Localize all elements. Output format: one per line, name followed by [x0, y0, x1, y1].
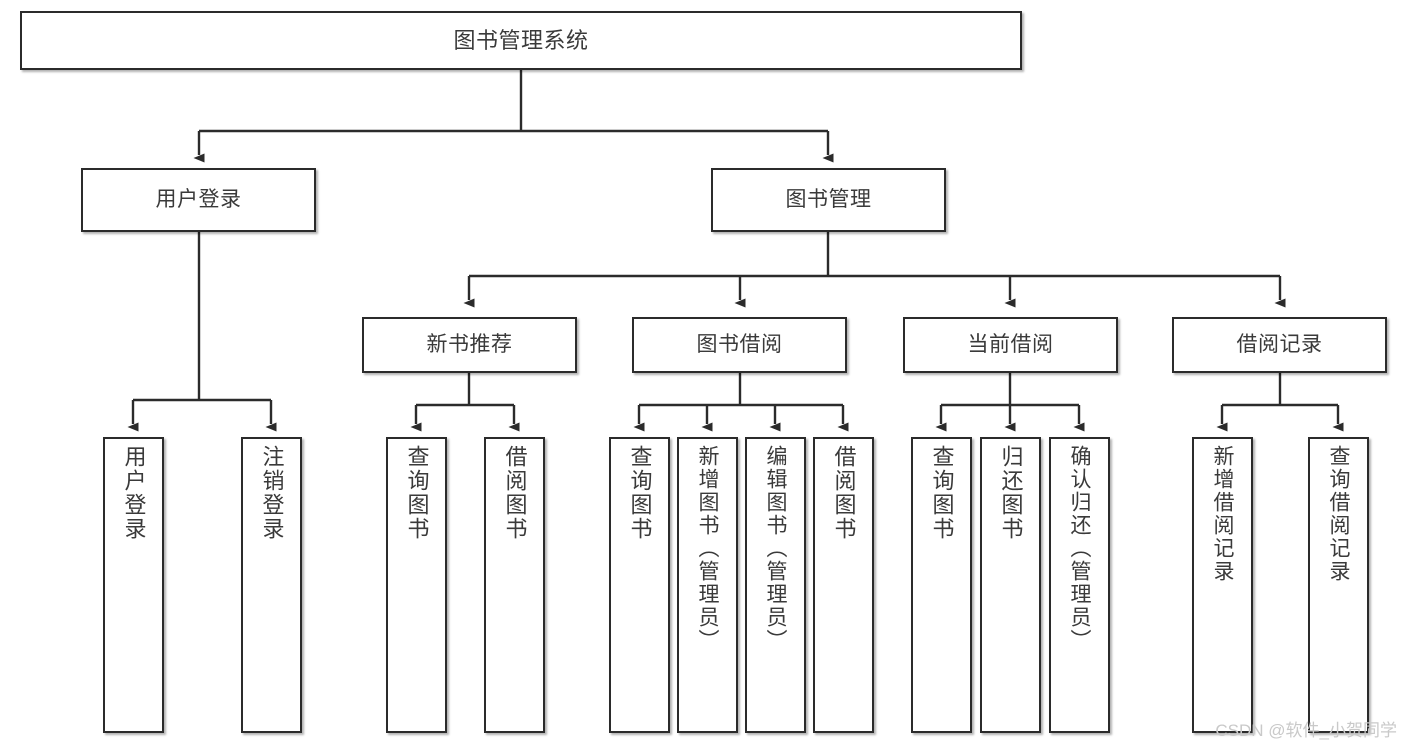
leaf-book-borrow-2[interactable]: 新增图书（管理员）	[677, 437, 738, 733]
node-current-borrow[interactable]: 当前借阅	[903, 317, 1118, 373]
leaf-user-login-2-label: 注销登录	[259, 445, 285, 541]
node-borrow-record[interactable]: 借阅记录	[1172, 317, 1387, 373]
leaf-book-borrow-1[interactable]: 查询图书	[609, 437, 670, 733]
node-book-management[interactable]: 图书管理	[711, 168, 946, 232]
node-current-borrow-label: 当前借阅	[967, 332, 1054, 356]
leaf-current-borrow-1-label: 查询图书	[929, 445, 955, 541]
node-book-borrow-label: 图书借阅	[696, 332, 783, 356]
leaf-current-borrow-3[interactable]: 确认归还（管理员）	[1049, 437, 1110, 733]
leaf-new-book-1[interactable]: 查询图书	[386, 437, 447, 733]
leaf-new-book-2-label: 借阅图书	[502, 445, 528, 541]
leaf-user-login-1-label: 用户登录	[121, 445, 147, 541]
node-new-book-recommend[interactable]: 新书推荐	[362, 317, 577, 373]
leaf-book-borrow-3-label: 编辑图书（管理员）	[764, 445, 787, 652]
leaf-borrow-record-2[interactable]: 查询借阅记录	[1308, 437, 1369, 733]
leaf-current-borrow-3-label: 确认归还（管理员）	[1068, 445, 1091, 652]
node-new-book-recommend-label: 新书推荐	[426, 332, 513, 356]
leaf-book-borrow-4[interactable]: 借阅图书	[813, 437, 874, 733]
node-root-label: 图书管理系统	[453, 27, 589, 53]
leaf-book-borrow-3[interactable]: 编辑图书（管理员）	[745, 437, 806, 733]
leaf-new-book-2[interactable]: 借阅图书	[484, 437, 545, 733]
leaf-user-login-1[interactable]: 用户登录	[103, 437, 164, 733]
leaf-current-borrow-1[interactable]: 查询图书	[911, 437, 972, 733]
node-book-management-label: 图书管理	[785, 187, 872, 211]
node-root[interactable]: 图书管理系统	[20, 11, 1022, 70]
leaf-borrow-record-2-label: 查询借阅记录	[1327, 445, 1350, 583]
leaf-book-borrow-4-label: 借阅图书	[831, 445, 857, 541]
leaf-new-book-1-label: 查询图书	[404, 445, 430, 541]
leaf-borrow-record-1-label: 新增借阅记录	[1211, 445, 1234, 583]
leaf-current-borrow-2[interactable]: 归还图书	[980, 437, 1041, 733]
node-borrow-record-label: 借阅记录	[1236, 332, 1323, 356]
node-user-login[interactable]: 用户登录	[81, 168, 316, 232]
node-user-login-label: 用户登录	[155, 187, 242, 211]
leaf-current-borrow-2-label: 归还图书	[998, 445, 1024, 541]
leaf-book-borrow-1-label: 查询图书	[627, 445, 653, 541]
leaf-book-borrow-2-label: 新增图书（管理员）	[696, 445, 719, 652]
node-book-borrow[interactable]: 图书借阅	[632, 317, 847, 373]
leaf-borrow-record-1[interactable]: 新增借阅记录	[1192, 437, 1253, 733]
leaf-user-login-2[interactable]: 注销登录	[241, 437, 302, 733]
